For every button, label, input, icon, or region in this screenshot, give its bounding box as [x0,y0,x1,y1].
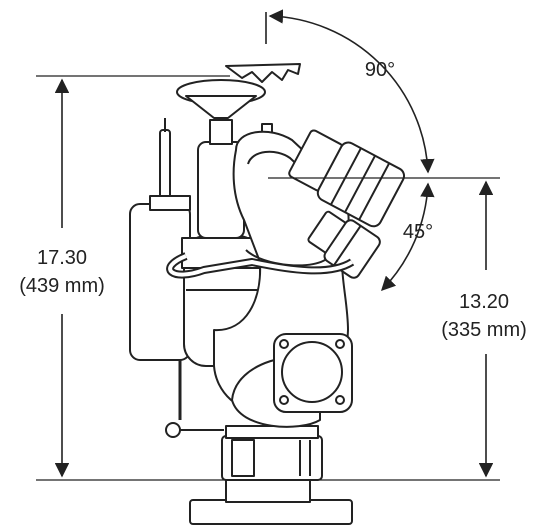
base-flange [189,499,353,525]
overall-height-dimension: 17.30 (439 mm) [19,75,240,481]
overall-height-value: 17.30 [37,247,87,269]
bottom-ring [165,422,181,438]
angle-90-indicator: 90° [265,9,435,174]
overall-height-metric: (439 mm) [19,275,105,297]
nozzle-height-metric: (335 mm) [441,319,527,341]
nozzle-height-value: 13.20 [459,291,509,313]
angle-90-label: 90° [365,59,395,81]
nozzle-height-dimension: 13.20 (335 mm) [268,177,527,481]
angle-45-indicator: 45° [380,182,435,292]
lower-nozzle [307,210,381,279]
base-collar [225,477,311,503]
control-box [129,203,191,361]
angle-45-label: 45° [403,221,433,243]
monitor-drawing [129,63,406,525]
